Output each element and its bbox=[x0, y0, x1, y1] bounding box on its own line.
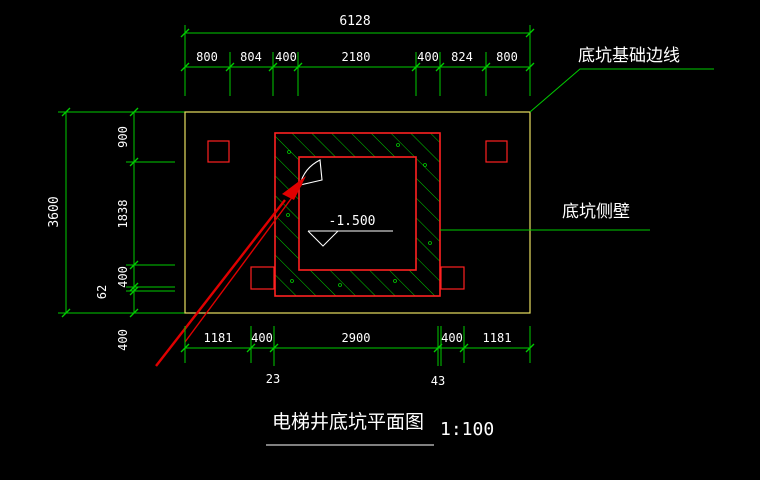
bottom-seg-text: 1181 bbox=[483, 331, 512, 345]
pit-side-wall-label: 底坑侧壁 bbox=[562, 202, 630, 222]
red-arrow-annotation bbox=[155, 176, 306, 367]
top-seg-text: 400 bbox=[417, 50, 439, 64]
left-seg-text: 900 bbox=[116, 126, 130, 148]
tick-mark bbox=[129, 282, 139, 292]
tick-mark bbox=[293, 62, 303, 72]
bottom-seg-text: 400 bbox=[251, 331, 273, 345]
pit-wall-inner bbox=[298, 156, 417, 271]
tick-mark bbox=[433, 343, 443, 353]
bottom-seg-text: 400 bbox=[441, 331, 463, 345]
drawing-title: 电梯井底坑平面图 bbox=[272, 411, 424, 433]
foundation-outline bbox=[184, 111, 531, 314]
top-seg-text: 400 bbox=[275, 50, 297, 64]
top-seg-text: 804 bbox=[240, 50, 262, 64]
top-dimension-group bbox=[180, 25, 535, 96]
pile-marker bbox=[440, 266, 465, 290]
tick-mark bbox=[61, 308, 71, 318]
left-dimension-group bbox=[58, 107, 185, 318]
top-seg-text: 800 bbox=[496, 50, 518, 64]
tick-mark bbox=[129, 157, 139, 167]
left-seg-text: 1838 bbox=[116, 200, 130, 229]
tick-mark bbox=[180, 343, 190, 353]
top-seg-text: 2180 bbox=[342, 50, 371, 64]
foundation-edge-label: 底坑基础边线 bbox=[578, 46, 680, 66]
left-total-dim-text: 3600 bbox=[47, 196, 62, 227]
tick-mark bbox=[269, 343, 279, 353]
tick-mark bbox=[411, 62, 421, 72]
top-seg-text: 800 bbox=[196, 50, 218, 64]
tick-mark bbox=[459, 343, 469, 353]
bottom-seg-text: 1181 bbox=[204, 331, 233, 345]
concrete-dots bbox=[286, 143, 432, 287]
top-seg-text: 824 bbox=[451, 50, 473, 64]
bottom-dimension-group bbox=[180, 326, 535, 366]
tick-mark bbox=[129, 308, 139, 318]
left-seg-text: 400 bbox=[116, 329, 130, 351]
foundation-edge-leader bbox=[529, 68, 714, 113]
elevation-symbol bbox=[307, 230, 393, 247]
drawing-scale: 1:100 bbox=[440, 419, 494, 440]
tick-mark bbox=[129, 107, 139, 117]
tick-mark bbox=[180, 62, 190, 72]
tick-mark bbox=[225, 62, 235, 72]
tick-mark bbox=[61, 107, 71, 117]
tick-mark bbox=[525, 62, 535, 72]
bottom-note-text: 23 bbox=[266, 372, 280, 386]
pile-marker bbox=[207, 140, 230, 163]
tick-mark bbox=[525, 343, 535, 353]
top-total-dim-text: 6128 bbox=[339, 14, 370, 29]
tick-mark bbox=[435, 62, 445, 72]
tick-mark bbox=[246, 343, 256, 353]
pile-marker bbox=[250, 266, 275, 290]
tick-mark bbox=[129, 286, 139, 296]
tick-mark bbox=[129, 260, 139, 270]
tick-mark bbox=[180, 28, 190, 38]
left-seg-text: 400 bbox=[116, 266, 130, 288]
tick-mark bbox=[268, 62, 278, 72]
elevation-text: -1.500 bbox=[329, 214, 376, 229]
tick-mark bbox=[525, 28, 535, 38]
tick-mark bbox=[481, 62, 491, 72]
bottom-seg-text: 2900 bbox=[342, 331, 371, 345]
bottom-note-text: 43 bbox=[431, 374, 445, 388]
left-seg-text: 62 bbox=[95, 285, 109, 299]
pile-marker bbox=[485, 140, 508, 163]
